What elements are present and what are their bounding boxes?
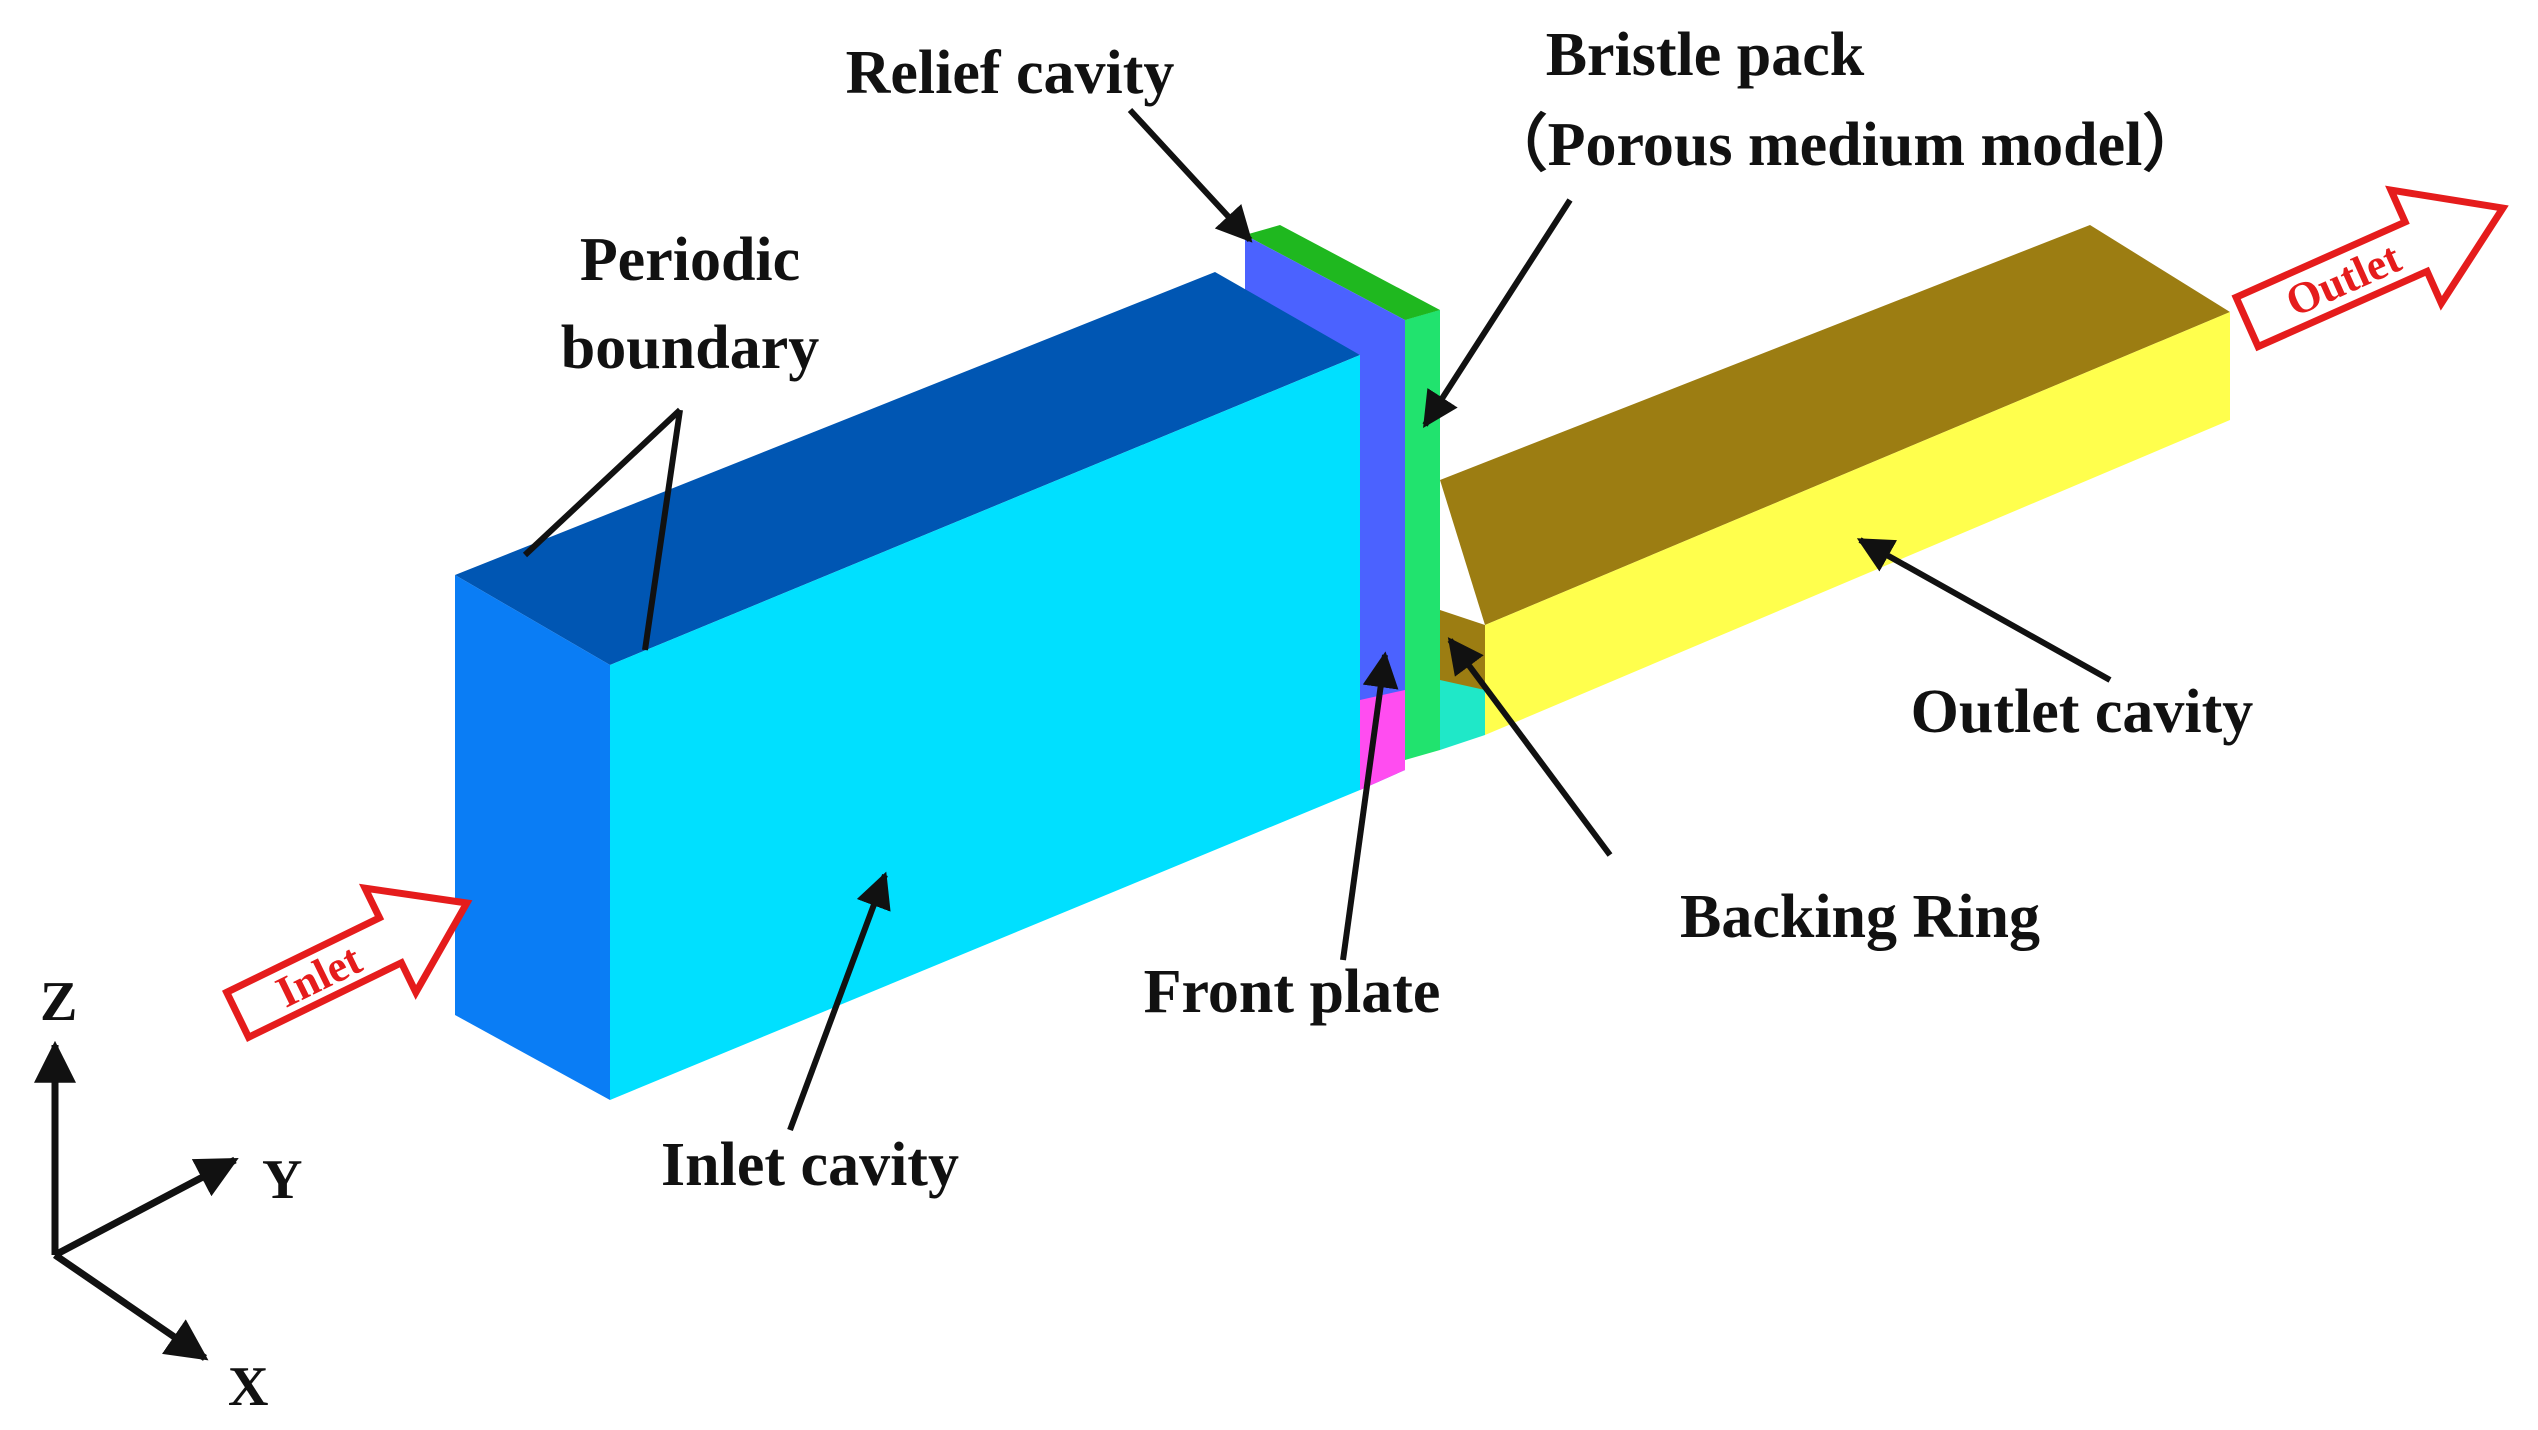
leader-inlet-cavity [787,871,891,1132]
backing-ring-label: Backing Ring [1680,883,2040,951]
inlet-cavity-label: Inlet cavity [661,1131,959,1199]
y-axis-label: Y [262,1149,302,1211]
front-plate-label: Front plate [1144,958,1441,1026]
inlet-cavity-left-face [455,575,610,1100]
inlet-flow-arrow: Inlet [222,883,473,1042]
y-axis-line [53,1156,239,1259]
inlet-cavity-top-face [455,272,1360,665]
outlet-flow-arrow: Outlet [2231,185,2509,352]
x-axis-label: X [228,1356,268,1418]
inlet-cavity-block [455,272,1360,1100]
leader-front-plate [1340,651,1399,961]
axis-triad [34,1040,239,1361]
leader-relief-cavity [1127,107,1253,243]
inlet-arrow-outline [222,883,473,1042]
leader-periodic-top [522,407,683,558]
outlet-arrow-outline [2231,185,2509,352]
leader-backing-ring [1447,637,1613,857]
periodic-boundary-label-line1: Periodic [580,226,800,294]
z-axis-label: Z [40,971,77,1033]
relief-cavity-face [1245,235,1405,790]
bristle-pack-face [1405,310,1440,760]
bristle-pack-label-line1: Bristle pack [1546,21,1865,89]
x-axis-line [53,1252,209,1361]
inlet-cavity-front-face [610,355,1360,1100]
periodic-boundary-label-line2: boundary [561,314,819,382]
outlet-cavity-top-face [1440,225,2230,625]
outlet-cavity-front-face [1485,312,2230,735]
leader-bristle-pack [1422,198,1573,429]
relief-cavity-label: Relief cavity [846,39,1175,107]
leader-lines [522,107,2112,1132]
bristle-pack-label-line2: （Porous medium model） [1486,109,2205,179]
relief-cavity-top-face [1245,225,1440,320]
outlet-cavity-label: Outlet cavity [1911,678,2254,746]
leader-outlet-cavity [1856,537,2112,683]
outlet-cavity-block [1440,225,2230,735]
leader-periodic-edge [642,409,683,651]
